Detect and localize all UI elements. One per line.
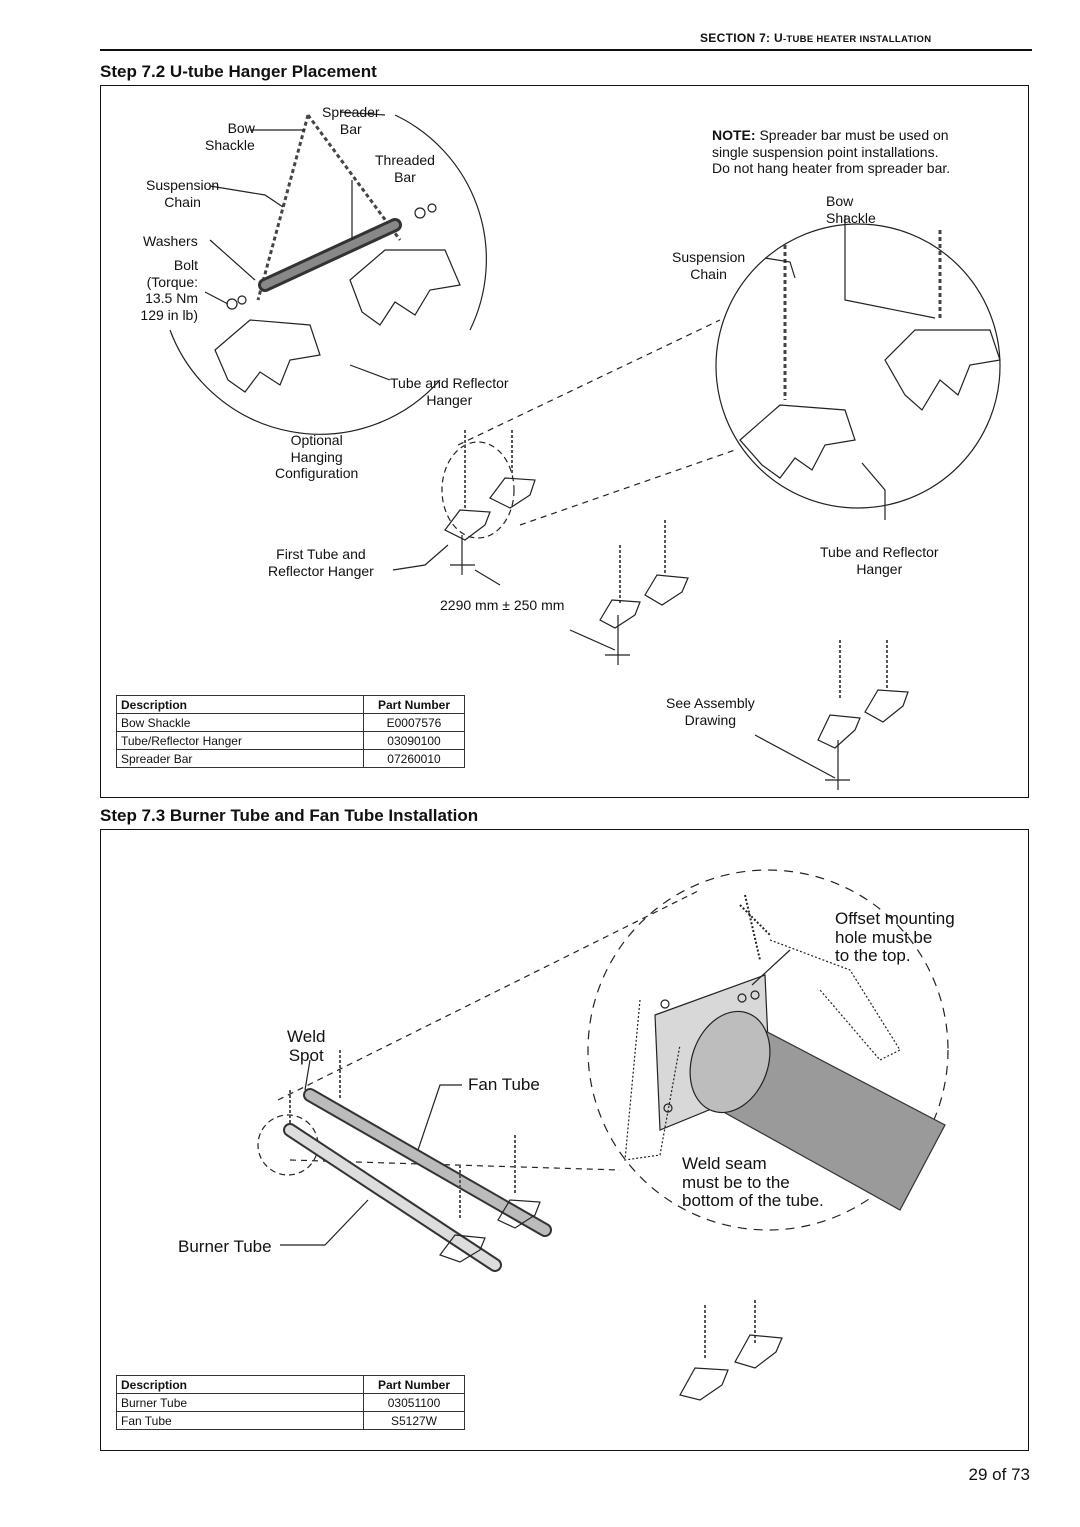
cell-part-number: 03090100 [363, 731, 465, 750]
cell-description: Spreader Bar [116, 749, 364, 768]
cell-description: Bow Shackle [116, 713, 364, 732]
cell-part-number: E0007576 [363, 713, 465, 732]
table-row: Fan Tube S5127W [116, 1411, 465, 1430]
step-7-2-title: Step 7.2 U-tube Hanger Placement [100, 62, 377, 81]
table-row: Spreader Bar 07260010 [116, 749, 465, 768]
hanger-detail-circle-left [169, 111, 487, 435]
cell-description: Tube/Reflector Hanger [116, 731, 364, 750]
tube-assembly [257, 1050, 783, 1401]
col-part-number: Part Number [363, 1375, 465, 1394]
header-rule [100, 49, 1032, 51]
table-header-row: Description Part Number [116, 695, 465, 714]
cell-part-number: 07260010 [363, 749, 465, 768]
parts-table-7-2: Description Part Number Bow Shackle E000… [116, 695, 465, 768]
note-line-2: single suspension point installations. [712, 143, 939, 160]
cell-description: Burner Tube [116, 1393, 364, 1412]
hanger-sequence [392, 430, 909, 790]
section-prefix: SECTION 7: U [700, 31, 783, 45]
label-fan-tube: Fan Tube [468, 1075, 540, 1094]
step-7-2-panel [100, 85, 1029, 798]
cell-part-number: S5127W [363, 1411, 465, 1430]
step-7-3-title: Step 7.3 Burner Tube and Fan Tube Instal… [100, 806, 479, 825]
table-row: Tube/Reflector Hanger 03090100 [116, 731, 465, 750]
col-part-number: Part Number [363, 695, 465, 714]
col-description: Description [116, 695, 364, 714]
table-row: Burner Tube 03051100 [116, 1393, 465, 1412]
section-header: SECTION 7: U-TUBE HEATER INSTALLATION [700, 31, 931, 45]
table-row: Bow Shackle E0007576 [116, 713, 465, 732]
section-rest: -TUBE HEATER INSTALLATION [782, 34, 932, 45]
cell-part-number: 03051100 [363, 1393, 465, 1412]
label-burner-tube: Burner Tube [178, 1237, 272, 1256]
note-bold: NOTE: [712, 127, 756, 143]
note-line-3: Do not hang heater from spreader bar. [712, 160, 951, 176]
step-7-3-panel [100, 829, 1029, 1451]
label-dimension: 2290 mm ± 250 mm [440, 597, 565, 613]
cell-description: Fan Tube [116, 1411, 364, 1430]
hanger-detail-circle-right [715, 215, 1001, 520]
parts-table-7-3: Description Part Number Burner Tube 0305… [116, 1375, 465, 1430]
col-description: Description [116, 1375, 364, 1394]
spreader-bar-note: NOTE: Spreader bar must be used on singl… [712, 127, 950, 177]
note-line-1: Spreader bar must be used on [755, 127, 949, 143]
label-washers: Washers [143, 233, 198, 249]
page-number: 29 of 73 [968, 1465, 1030, 1484]
table-header-row: Description Part Number [116, 1375, 465, 1394]
